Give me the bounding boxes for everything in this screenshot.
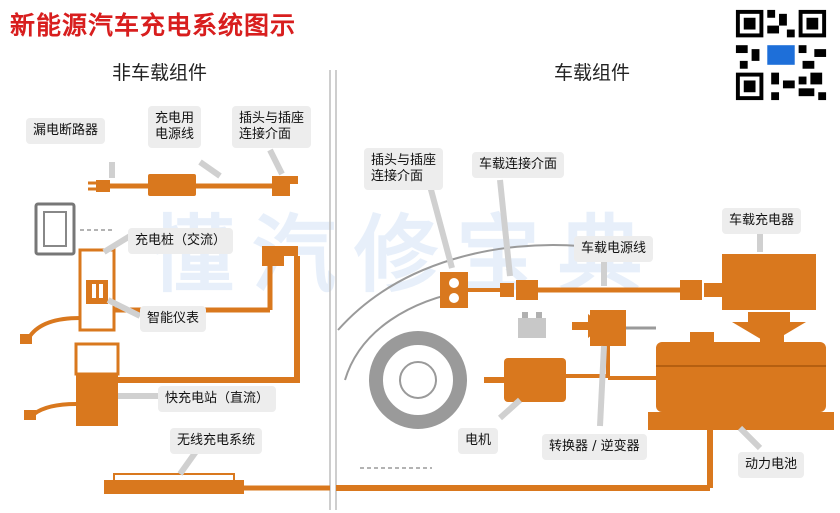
onboard-charger: [722, 254, 816, 310]
section-offboard: 非车载组件: [112, 62, 208, 84]
inlet-coupler: [516, 280, 538, 300]
label-smart-meter: 智能仪表: [140, 306, 207, 332]
pointer: [198, 159, 222, 179]
label-fast-charging-station-dc: 快充电站（直流）: [158, 386, 277, 412]
charger-coupler: [680, 280, 702, 300]
wall-outlet-inner: [43, 211, 67, 247]
pointer: [497, 397, 523, 421]
plug-head: [96, 180, 110, 192]
qr-code: [732, 6, 830, 104]
pointer: [267, 148, 285, 176]
wireless-pad-top: [113, 473, 235, 483]
label-plug-socket-interface-offboard: 插头与插座 连接介面: [232, 106, 312, 148]
inlet-pin: [449, 278, 459, 288]
label-onboard-charger: 车载充电器: [722, 208, 802, 234]
pointer: [737, 425, 763, 451]
charger-coupler: [704, 283, 722, 297]
label-leakage-breaker: 漏电断路器: [26, 118, 106, 144]
aux-battery-terminal: [522, 312, 528, 318]
label-plug-socket-interface-onboard: 插头与插座 连接介面: [364, 148, 444, 190]
label-wireless-charging: 无线充电系统: [170, 428, 263, 454]
pile-slot: [92, 284, 96, 298]
pile-power-cord: [28, 316, 81, 338]
charger-arrow: [732, 312, 806, 344]
fast-station-body: [76, 374, 118, 426]
section-onboard: 车载组件: [554, 62, 631, 84]
motor: [504, 358, 566, 402]
label-converter-inverter: 转换器 / 逆变器: [542, 434, 647, 460]
pointer: [102, 233, 132, 255]
battery-terminal: [760, 332, 784, 344]
plug-head: [24, 410, 36, 420]
fast-station-top: [74, 342, 120, 376]
aux-battery-terminal: [536, 312, 542, 318]
in-cable-box: [148, 174, 196, 196]
page-title: 新能源汽车充电系统图示: [10, 11, 297, 40]
pile-panel: [86, 280, 108, 304]
pointer: [427, 185, 455, 269]
charging-pile-ac: [78, 248, 116, 332]
label-onboard-power-cable: 车载电源线: [574, 236, 654, 262]
connector-plug: [272, 176, 298, 196]
pointer: [597, 345, 607, 427]
wheel: [369, 331, 467, 429]
label-power-battery: 动力电池: [738, 452, 805, 478]
label-charging-cable: 充电用 电源线: [148, 106, 202, 148]
battery-base: [648, 412, 834, 430]
inlet-pin: [449, 293, 459, 303]
pointer: [497, 179, 513, 277]
label-charging-pile-ac: 充电桩（交流）: [128, 228, 234, 254]
plug-head: [20, 334, 32, 344]
wireless-pad: [104, 480, 244, 494]
wheel-hub: [399, 361, 437, 399]
pointer: [106, 297, 142, 319]
converter-inverter: [590, 310, 626, 346]
pile-slot: [99, 284, 103, 298]
inlet-coupler: [500, 283, 514, 297]
fast-station-cord: [32, 402, 77, 416]
power-battery: [656, 342, 826, 412]
battery-terminal: [690, 332, 714, 344]
label-vehicle-interface: 车载连接介面: [472, 152, 565, 178]
wall-outlet: [34, 202, 76, 256]
pile-connector: [262, 246, 298, 266]
label-motor: 电机: [458, 428, 499, 454]
aux-battery: [518, 318, 546, 338]
